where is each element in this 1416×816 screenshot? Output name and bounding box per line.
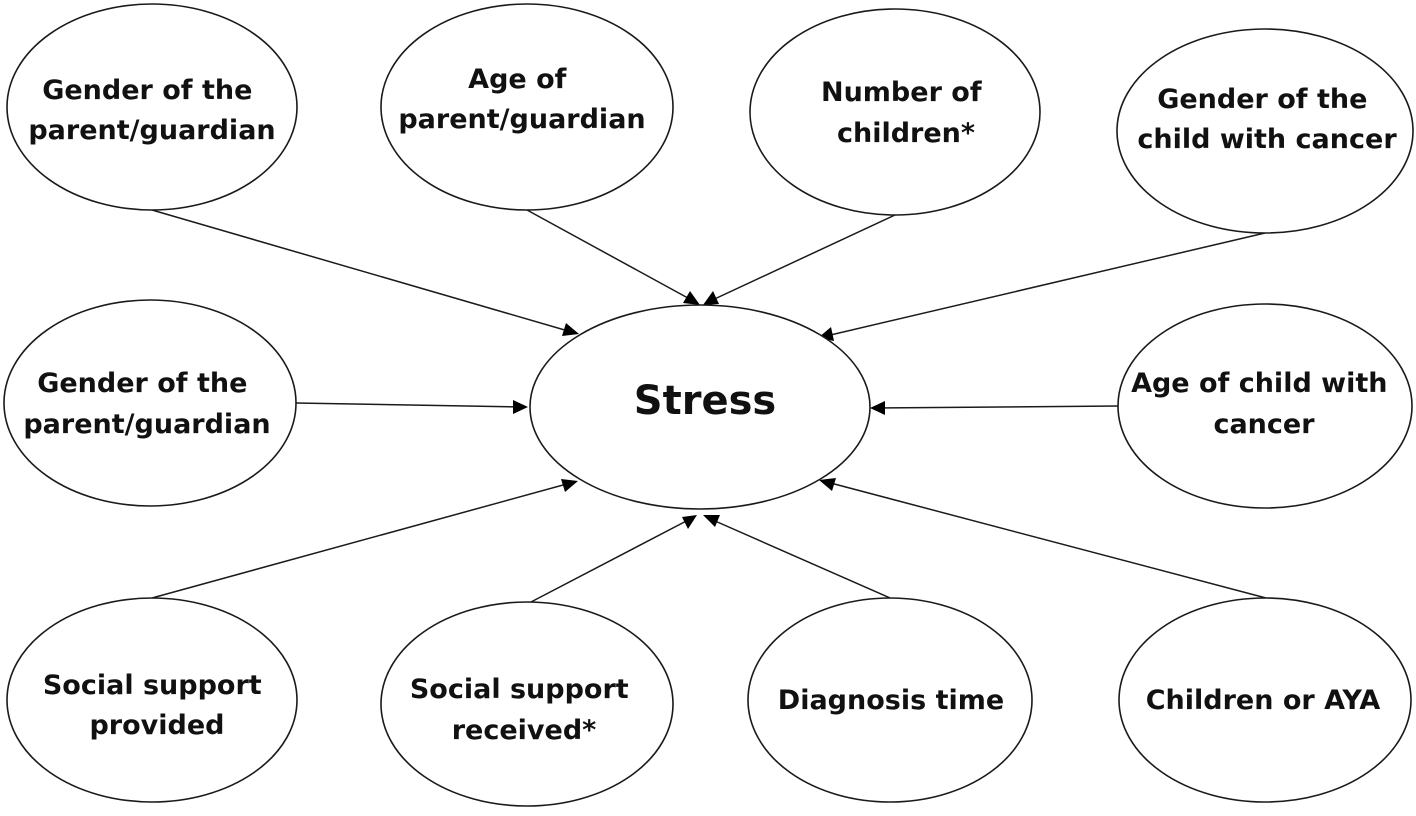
node-label-line: Social support — [410, 674, 629, 705]
node-label-line: Diagnosis time — [778, 685, 1004, 716]
svg-text:Gender of the parent/gua: Gender of the parent/guardian — [28, 75, 275, 146]
edge-age-child — [870, 401, 1120, 415]
center-label: Stress — [634, 378, 776, 424]
node-children-aya: Children or AYA — [1118, 597, 1412, 803]
node-label-line: received* — [452, 715, 597, 746]
node-support-received: Social support received* — [380, 601, 674, 807]
node-label-line: parent/guardian — [28, 115, 275, 146]
edge-gender-parent-mid — [295, 400, 528, 414]
edge-number-children — [703, 214, 896, 305]
node-label-line: Number of — [821, 77, 982, 108]
node-age-parent: Age of parent/guardian — [380, 3, 674, 211]
svg-text:Social support provided: Social support provided — [43, 670, 271, 741]
edge-children-aya — [819, 478, 1267, 599]
svg-text:Children or AYA: Children or AYA — [1146, 685, 1381, 716]
node-label-line: Gender of the — [42, 75, 252, 106]
node-label-line: Age of child with — [1131, 368, 1387, 399]
node-label-line: provided — [89, 710, 224, 741]
node-label-line: Age of — [468, 64, 566, 95]
node-label-line: Gender of the — [37, 368, 247, 399]
node-label-line: child with cancer — [1137, 124, 1397, 155]
svg-text:Number of children*: Number of children* — [821, 77, 991, 149]
edges — [151, 209, 1267, 603]
node-gender-parent-mid: Gender of the parent/guardian — [3, 299, 297, 507]
edge-support-provided — [151, 479, 578, 599]
node-label-line: Children or AYA — [1146, 685, 1381, 716]
center-node-stress: Stress — [529, 304, 871, 510]
node-gender-parent-top: Gender of the parent/guardian — [6, 3, 298, 211]
node-support-provided: Social support provided — [6, 597, 298, 803]
svg-text:Gender of the parent/gua: Gender of the parent/guardian — [23, 368, 270, 440]
svg-text:Diagnosis time: Diagnosis time — [778, 685, 1004, 716]
edge-age-parent — [526, 209, 700, 305]
node-age-child: Age of child with cancer — [1117, 303, 1413, 509]
svg-text:Social support received*: Social support received* — [410, 674, 638, 746]
svg-text:Gender of the child with: Gender of the child with cancer — [1137, 84, 1397, 155]
node-label-line: cancer — [1213, 409, 1315, 440]
node-number-children: Number of children* — [749, 8, 1041, 216]
edge-gender-parent-top — [151, 209, 579, 336]
node-label-line: parent/guardian — [398, 104, 645, 135]
node-label-line: Social support — [43, 670, 262, 701]
node-label-line: children* — [837, 118, 975, 149]
node-label-line: Gender of the — [1157, 84, 1367, 115]
node-diagnosis-time: Diagnosis time — [747, 597, 1033, 803]
edge-diagnosis-time — [703, 515, 891, 599]
edge-support-received — [530, 515, 697, 603]
node-label-line: parent/guardian — [23, 409, 270, 440]
node-gender-child: Gender of the child with cancer — [1116, 28, 1414, 234]
svg-text:Age of child with cancer: Age of child with cancer — [1131, 368, 1397, 440]
svg-text:Age of parent/guardian: Age of parent/guardian — [398, 64, 645, 135]
